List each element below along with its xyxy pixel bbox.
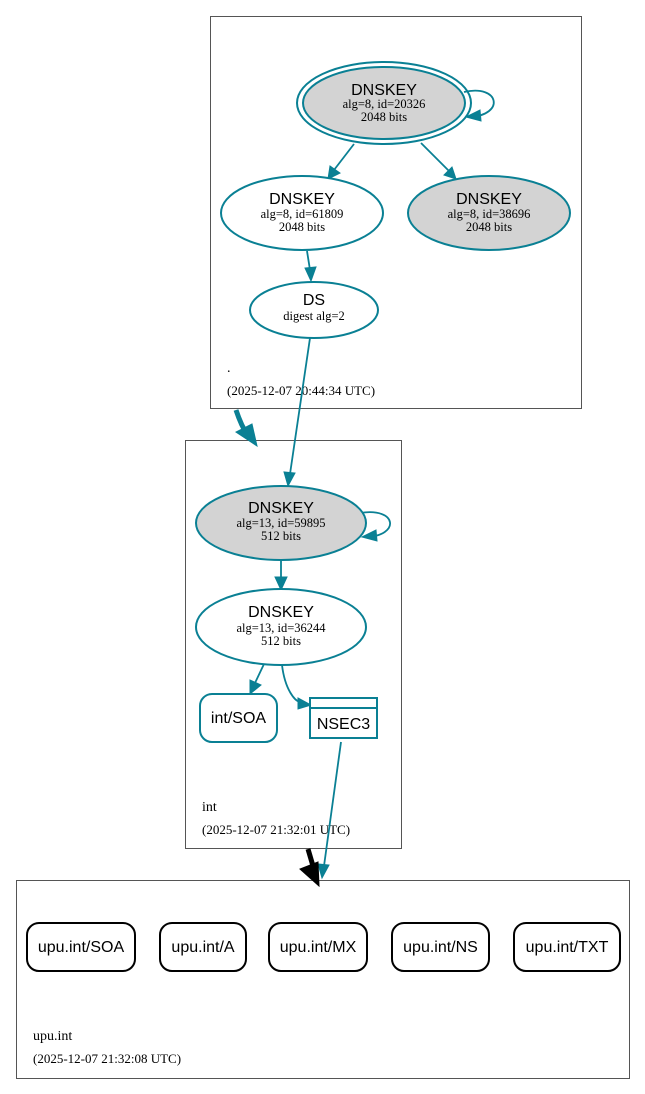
node-ds-ellipse [249, 281, 379, 339]
node-int-soa-label: int/SOA [211, 710, 266, 727]
node-dnskey-20326-title: DNSKEY [351, 82, 417, 99]
node-ds-line1: digest alg=2 [283, 309, 345, 323]
edge-36244-to-int-soa-head [249, 679, 262, 696]
node-int-soa: int/SOA [199, 693, 278, 743]
node-nsec3-box [309, 697, 378, 739]
node-dnskey-38696: DNSKEY alg=8, id=38696 2048 bits [407, 175, 571, 251]
node-ds-title: DS [303, 292, 325, 309]
node-dnskey-20326-line1: alg=8, id=20326 [343, 97, 426, 111]
edge-36244-to-nsec3-head [297, 697, 313, 710]
edge-self-loop-59895-head [360, 529, 378, 542]
node-dnskey-38696-ellipse [407, 175, 571, 251]
zone-root-timestamp: (2025-12-07 20:44:34 UTC) [227, 383, 375, 398]
node-upu-ns-label: upu.int/NS [403, 939, 478, 956]
node-dnskey-36244-line1: alg=13, id=36244 [236, 621, 326, 635]
node-dnskey-38696-line1: alg=8, id=38696 [448, 207, 531, 221]
node-upu-ns-box [391, 922, 490, 972]
node-dnskey-20326-ellipse [302, 66, 466, 140]
edge-36244-to-int-soa [254, 663, 265, 684]
node-nsec3-label: NSEC3 [317, 716, 370, 733]
node-int-soa-box [199, 693, 278, 743]
edge-20326-to-38696-head [443, 166, 457, 180]
node-dnskey-36244-line2: 512 bits [261, 634, 301, 648]
node-dnskey-61809-title: DNSKEY [269, 191, 335, 208]
node-dnskey-20326-outer-ring [296, 61, 472, 145]
node-nsec3: NSEC3 [309, 697, 378, 739]
node-upu-a: upu.int/A [159, 922, 247, 972]
node-upu-soa-box [26, 922, 136, 972]
edge-59895-to-36244-head [274, 576, 288, 592]
zone-upu-box [16, 880, 630, 1079]
node-upu-soa-label: upu.int/SOA [38, 939, 125, 956]
node-dnskey-59895: DNSKEY alg=13, id=59895 512 bits [195, 485, 367, 561]
node-dnskey-59895-line1: alg=13, id=59895 [236, 516, 325, 530]
node-upu-mx-box [268, 922, 368, 972]
node-upu-a-label: upu.int/A [171, 939, 234, 956]
edge-nsec3-to-upu-head [317, 863, 330, 880]
zone-upu: upu.int (2025-12-07 21:32:08 UTC) [16, 880, 630, 1079]
edge-ds-to-59895 [289, 337, 311, 475]
node-dnskey-36244-ellipse [195, 588, 367, 666]
edge-delegation-root-to-int-head [235, 423, 258, 448]
edge-20326-to-38696 [420, 142, 450, 172]
node-upu-a-box [159, 922, 247, 972]
zone-upu-name: upu.int [33, 1029, 72, 1044]
node-dnskey-61809-line1: alg=8, id=61809 [261, 207, 344, 221]
edge-nsec3-to-upu [323, 741, 342, 867]
zone-int-name: int [202, 800, 217, 815]
node-dnskey-59895-line2: 512 bits [261, 529, 301, 543]
node-dnskey-59895-ellipse [195, 485, 367, 561]
edge-20326-to-61809-head [327, 165, 341, 180]
zone-upu-timestamp: (2025-12-07 21:32:08 UTC) [33, 1051, 181, 1066]
node-upu-soa: upu.int/SOA [26, 922, 136, 972]
node-upu-mx-label: upu.int/MX [280, 939, 357, 956]
node-dnskey-61809-line2: 2048 bits [279, 220, 325, 234]
node-dnskey-38696-line2: 2048 bits [466, 220, 512, 234]
node-dnskey-59895-title: DNSKEY [248, 500, 314, 517]
node-dnskey-61809: DNSKEY alg=8, id=61809 2048 bits [220, 175, 384, 251]
node-ds: DS digest alg=2 [249, 281, 379, 339]
node-upu-txt-label: upu.int/TXT [526, 939, 609, 956]
node-upu-mx: upu.int/MX [268, 922, 368, 972]
edge-61809-to-ds [306, 250, 311, 271]
edge-20326-to-61809 [333, 143, 355, 171]
node-upu-txt-box [513, 922, 621, 972]
edge-self-loop-20326-head [464, 109, 482, 122]
node-dnskey-20326-line2: 2048 bits [361, 110, 407, 124]
node-dnskey-38696-title: DNSKEY [456, 191, 522, 208]
zone-int-timestamp: (2025-12-07 21:32:01 UTC) [202, 822, 350, 837]
edge-delegation-int-to-upu [305, 848, 316, 867]
node-upu-ns: upu.int/NS [391, 922, 490, 972]
node-dnskey-36244: DNSKEY alg=13, id=36244 512 bits [195, 588, 367, 666]
node-dnskey-36244-title: DNSKEY [248, 604, 314, 621]
node-upu-txt: upu.int/TXT [513, 922, 621, 972]
node-dnskey-20326: DNSKEY alg=8, id=20326 2048 bits [296, 61, 472, 145]
edge-delegation-int-to-upu-head [299, 861, 320, 888]
edge-61809-to-ds-head [304, 266, 317, 283]
edge-ds-to-59895-head [283, 471, 296, 488]
zone-root-name: . [227, 361, 231, 376]
node-dnskey-61809-ellipse [220, 175, 384, 251]
